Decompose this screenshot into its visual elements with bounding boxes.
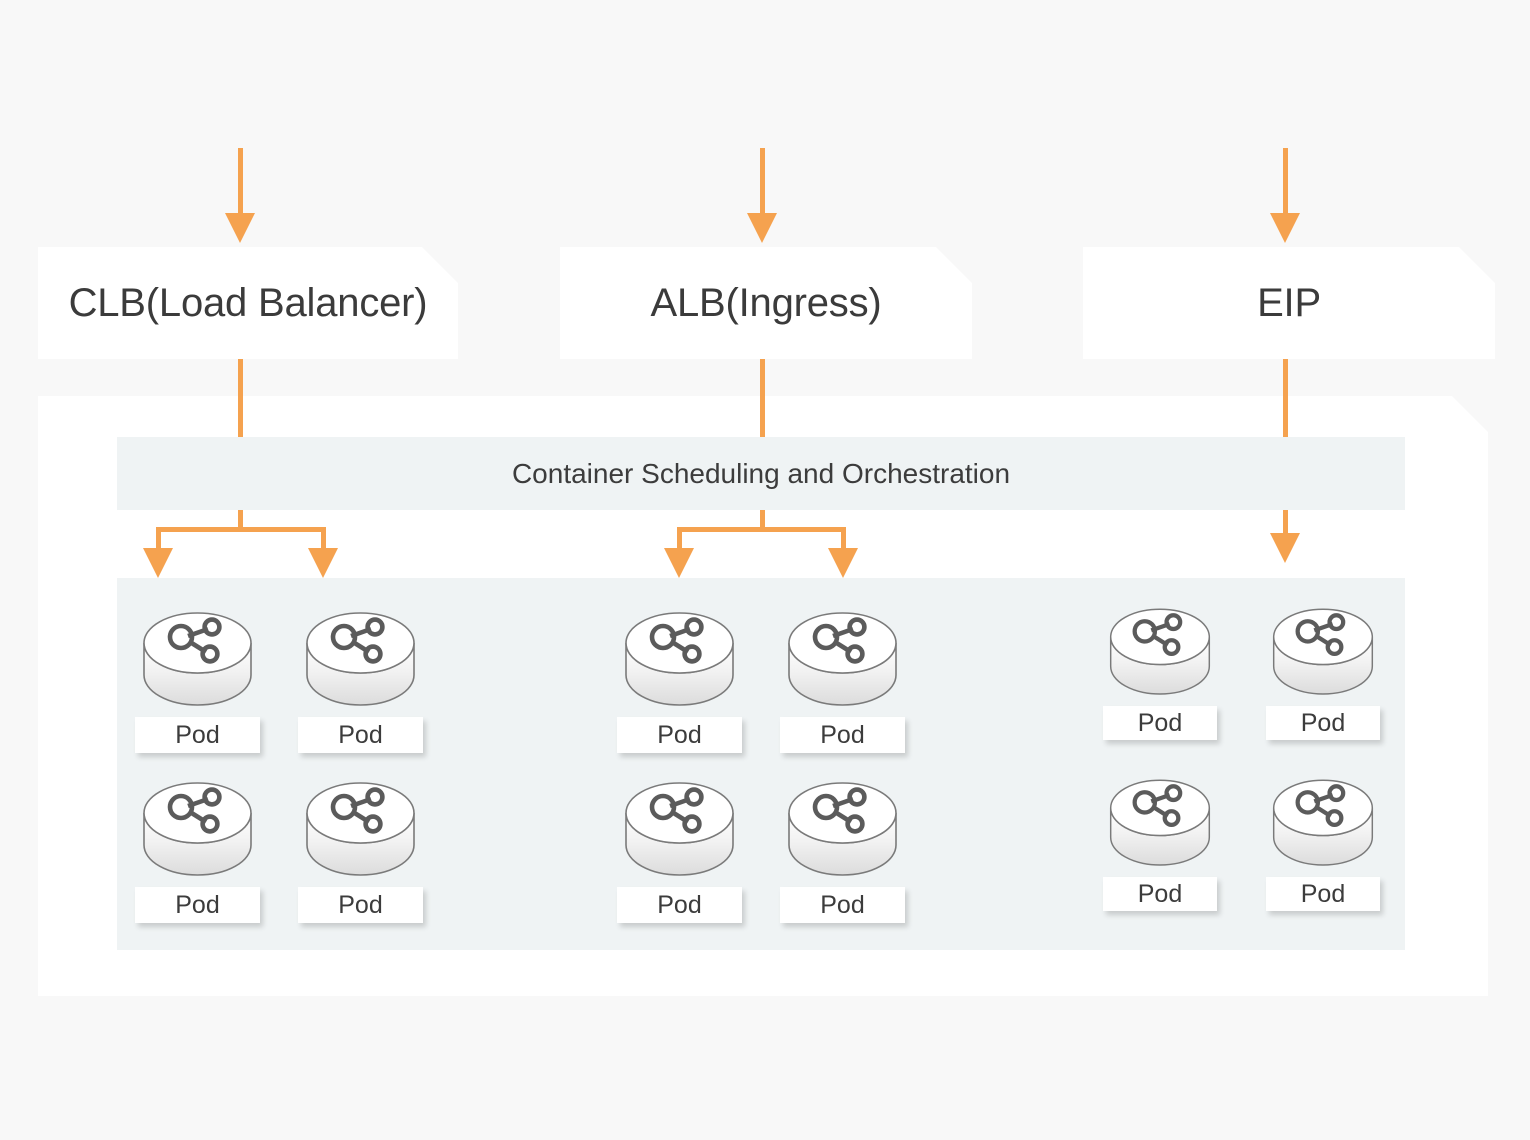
pod-label-text: Pod <box>1300 879 1346 908</box>
network-share-icon <box>330 787 385 834</box>
network-share-icon <box>1132 784 1183 827</box>
branch-drop-alb-left <box>677 527 682 551</box>
branch-drop-alb-right <box>841 527 846 551</box>
pod-clb-r2c1[interactable]: Pod <box>135 773 260 928</box>
branch-line-alb <box>677 527 846 532</box>
pod-cylinder-icon <box>1109 608 1211 695</box>
pod-clb-r1c1[interactable]: Pod <box>135 603 260 758</box>
pod-label-text: Pod <box>1137 879 1183 908</box>
node-eip[interactable]: EIP <box>1083 247 1495 359</box>
node-alb[interactable]: ALB(Ingress) <box>560 247 972 359</box>
pod-label-box: Pod <box>135 887 260 923</box>
branch-arrow-clb-right <box>308 548 338 578</box>
pod-cylinder-icon <box>1272 779 1374 866</box>
pod-clb-r2c2[interactable]: Pod <box>298 773 423 928</box>
node-alb-label: ALB(Ingress) <box>650 281 882 325</box>
pod-label-text: Pod <box>1137 708 1183 737</box>
pod-cylinder-icon <box>143 612 252 706</box>
branch-line-clb <box>156 527 326 532</box>
node-eip-inner: EIP <box>1083 247 1495 359</box>
node-eip-label: EIP <box>1257 281 1321 325</box>
pod-label-text: Pod <box>657 890 702 919</box>
pod-label-text: Pod <box>175 720 220 749</box>
pod-label-box: Pod <box>1103 706 1217 740</box>
branch-arrow-alb-left <box>664 548 694 578</box>
pod-label-box: Pod <box>1103 877 1217 911</box>
inbound-arrow-clb-stem <box>238 148 243 216</box>
network-share-icon <box>812 617 867 664</box>
pod-label-text: Pod <box>820 720 865 749</box>
inbound-arrow-alb-head <box>747 213 777 243</box>
branch-arrow-alb-right <box>828 548 858 578</box>
pod-eip-r1c1[interactable]: Pod <box>1103 600 1217 748</box>
inbound-arrow-clb-head <box>225 213 255 243</box>
node-clb-inner: CLB(Load Balancer) <box>38 247 458 359</box>
pod-alb-r2c1[interactable]: Pod <box>617 773 742 928</box>
pod-clb-r1c2[interactable]: Pod <box>298 603 423 758</box>
branch-drop-clb-left <box>156 527 161 551</box>
inbound-arrow-eip-stem <box>1283 148 1288 216</box>
pod-eip-r2c2[interactable]: Pod <box>1266 771 1380 919</box>
pod-label-box: Pod <box>1266 706 1380 740</box>
pod-cylinder-icon <box>306 612 415 706</box>
pod-label-text: Pod <box>657 720 702 749</box>
pod-alb-r1c2[interactable]: Pod <box>780 603 905 758</box>
pod-cylinder-icon <box>1272 608 1374 695</box>
pod-label-text: Pod <box>820 890 865 919</box>
branch-arrow-clb-left <box>143 548 173 578</box>
pod-cylinder-icon <box>788 612 897 706</box>
pod-label-text: Pod <box>175 890 220 919</box>
network-share-icon <box>167 787 222 834</box>
network-share-icon <box>1295 613 1346 656</box>
node-clb[interactable]: CLB(Load Balancer) <box>38 247 458 359</box>
network-share-icon <box>1132 613 1183 656</box>
network-share-icon <box>167 617 222 664</box>
branch-arrow-eip <box>1270 533 1300 563</box>
pod-label-text: Pod <box>1300 708 1346 737</box>
pod-label-text: Pod <box>338 720 383 749</box>
node-clb-label: CLB(Load Balancer) <box>68 281 428 325</box>
network-share-icon <box>330 617 385 664</box>
inbound-arrow-eip-head <box>1270 213 1300 243</box>
pod-alb-r1c1[interactable]: Pod <box>617 603 742 758</box>
node-alb-inner: ALB(Ingress) <box>560 247 972 359</box>
inbound-arrow-alb-stem <box>760 148 765 216</box>
pod-label-box: Pod <box>1266 877 1380 911</box>
network-share-icon <box>1295 784 1346 827</box>
pod-label-box: Pod <box>135 717 260 753</box>
pod-cylinder-icon <box>788 782 897 876</box>
pod-label-box: Pod <box>298 887 423 923</box>
pod-label-box: Pod <box>617 717 742 753</box>
network-share-icon <box>649 787 704 834</box>
network-share-icon <box>812 787 867 834</box>
pod-label-box: Pod <box>617 887 742 923</box>
network-share-icon <box>649 617 704 664</box>
pod-label-box: Pod <box>780 887 905 923</box>
pod-alb-r2c2[interactable]: Pod <box>780 773 905 928</box>
pod-cylinder-icon <box>306 782 415 876</box>
branch-drop-clb-right <box>321 527 326 551</box>
pod-label-box: Pod <box>780 717 905 753</box>
pod-cylinder-icon <box>625 782 734 876</box>
pod-eip-r1c2[interactable]: Pod <box>1266 600 1380 748</box>
pod-cylinder-icon <box>625 612 734 706</box>
pod-label-box: Pod <box>298 717 423 753</box>
orchestration-label: Container Scheduling and Orchestration <box>511 457 1011 489</box>
pod-eip-r2c1[interactable]: Pod <box>1103 771 1217 919</box>
pod-cylinder-icon <box>143 782 252 876</box>
pod-label-text: Pod <box>338 890 383 919</box>
pod-cylinder-icon <box>1109 779 1211 866</box>
orchestration-bar: Container Scheduling and Orchestration <box>117 437 1405 510</box>
